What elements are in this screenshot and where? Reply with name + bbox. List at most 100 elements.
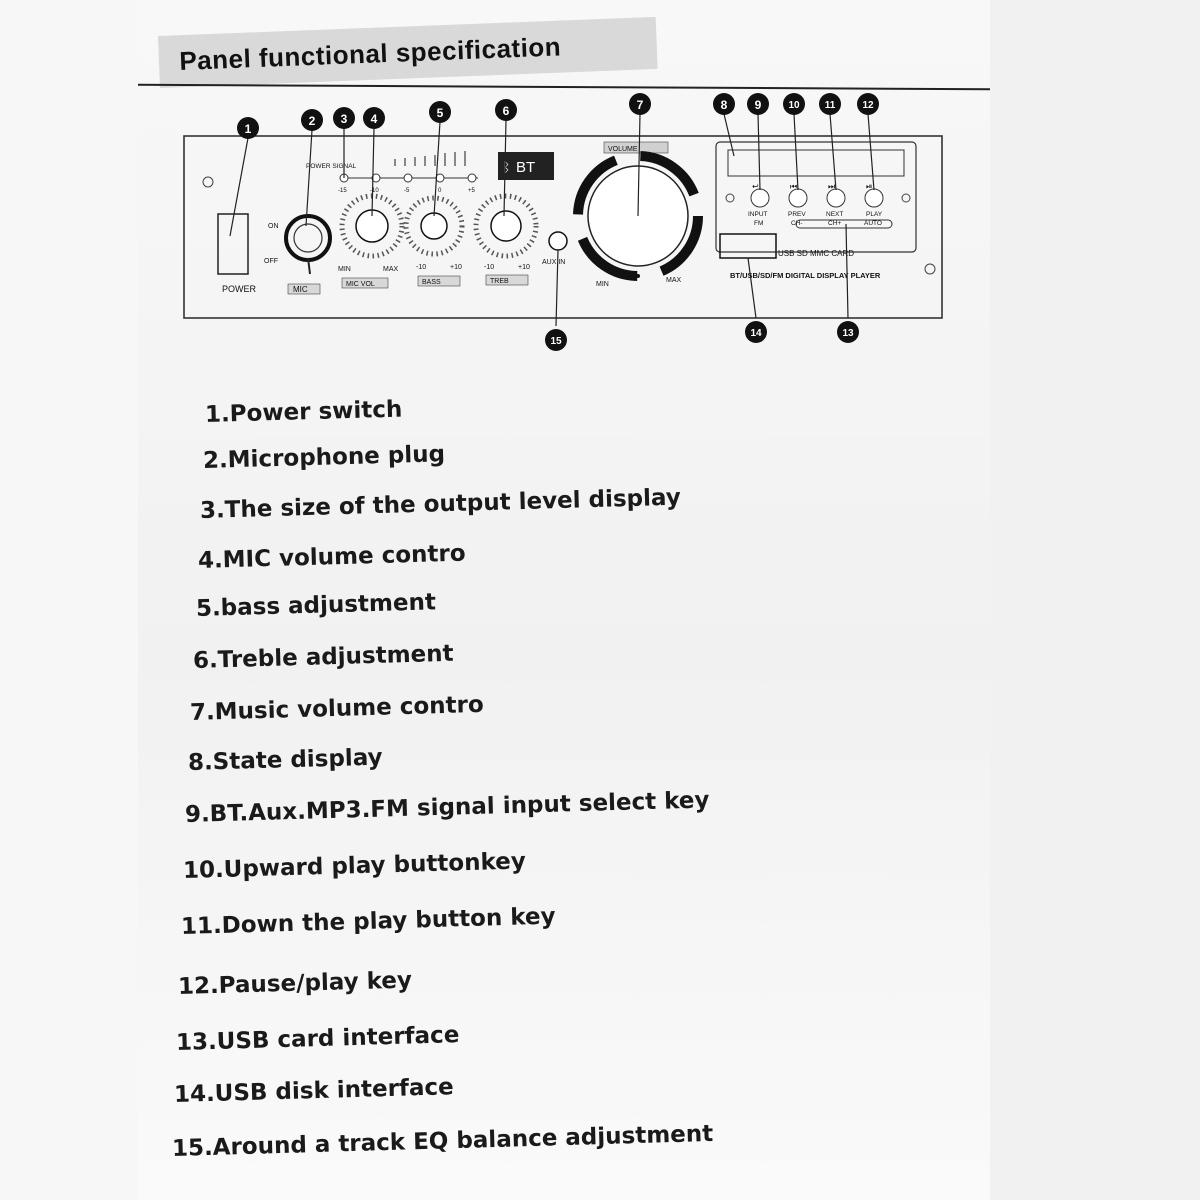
callout-number: 7 (637, 98, 644, 112)
mic-jack-inner (293, 223, 323, 253)
prev-bottom-label: CH- (791, 220, 803, 227)
callout-badge: 3 (333, 107, 355, 129)
callout-badge: 10 (783, 93, 805, 115)
panel-diagram: POWER ON OFF MIC POWER SIGNAL -15 -10 -5 (183, 93, 943, 351)
leader-line (757, 113, 761, 191)
callout-number: 14 (750, 328, 762, 339)
on-label: ON (268, 223, 279, 230)
callout-badge: 8 (713, 93, 735, 115)
card-label: USB SD MMC CARD (778, 249, 854, 258)
next-bottom-label: CH+ (828, 220, 841, 227)
callout-number: 12 (862, 100, 874, 111)
level-tick: -15 (338, 188, 347, 194)
bass-knob (403, 195, 465, 257)
background-left (0, 0, 138, 1200)
level-tick: -10 (370, 188, 379, 194)
leader-line (305, 129, 313, 227)
panel-outline (183, 135, 943, 319)
callout-number: 15 (550, 336, 562, 347)
bt-label: BT (516, 159, 535, 176)
leader-line (229, 137, 249, 237)
play-top-label: PLAY (866, 211, 883, 218)
level-meter-bar (464, 151, 466, 166)
level-meter-bar (394, 159, 396, 166)
level-tick: 0 (438, 188, 442, 194)
leader-line (845, 223, 849, 319)
callout-badge: 11 (819, 93, 841, 115)
power-label: POWER (222, 284, 257, 294)
bass-label: BASS (422, 279, 441, 286)
level-meter-bar (454, 152, 456, 166)
list-item-8: 8.State display (187, 744, 383, 776)
state-display (727, 149, 905, 177)
level-dot (467, 173, 477, 183)
mic-jack (284, 214, 332, 262)
leader-line (637, 113, 641, 217)
level-dot (371, 173, 381, 183)
prev-icon: ⏮ (790, 182, 797, 191)
callout-badge: 4 (363, 107, 385, 129)
power-switch (217, 213, 249, 275)
play-pause-icon: ⏯ (866, 182, 872, 191)
callout-badge: 6 (495, 99, 517, 121)
mic-vol-label-box (341, 277, 389, 289)
level-meter-bar (434, 155, 436, 166)
level-tick: +5 (468, 188, 476, 194)
off-label: OFF (264, 258, 278, 265)
list-item-1: 1.Power switch (204, 396, 403, 428)
bt-display (498, 152, 554, 180)
level-tick: -5 (404, 188, 410, 194)
callout-badge: 9 (747, 93, 769, 115)
treb-label: TREB (490, 278, 509, 285)
callout-number: 8 (721, 98, 728, 112)
leader-line (723, 113, 735, 157)
card-slot (795, 219, 893, 229)
player-module (715, 141, 917, 253)
background-right (990, 0, 1200, 1200)
input-bottom-label: FM (754, 220, 763, 227)
bass-minus: -10 (416, 264, 426, 271)
volume-knob-ring (573, 151, 703, 281)
player-hole-left (725, 193, 735, 203)
callout-number: 11 (825, 100, 836, 111)
next-icon: ⏭ (828, 182, 835, 191)
input-top-label: INPUT (748, 211, 768, 218)
callout-number: 1 (245, 122, 252, 136)
level-meter-bar (444, 153, 446, 166)
prev-button (788, 188, 808, 208)
usb-port (719, 233, 777, 259)
volume-label: VOLUME (608, 146, 638, 153)
mount-hole-right (924, 263, 936, 275)
treb-plus: +10 (518, 264, 530, 271)
power-signal-label: POWER SIGNAL (306, 163, 357, 170)
leader-line (747, 257, 757, 319)
callout-number: 2 (309, 114, 316, 128)
callout-number: 4 (371, 112, 378, 126)
leader-line (433, 121, 441, 217)
play-bottom-label: AUTO (864, 220, 882, 227)
input-icon: ↩ (752, 182, 759, 191)
callout-number: 10 (788, 100, 800, 111)
mic-vol-max: MAX (383, 266, 399, 273)
input-button (750, 188, 770, 208)
treble-knob (473, 193, 539, 259)
level-meter-bar (414, 157, 416, 166)
level-meter-bar (424, 156, 426, 166)
leader-line (371, 127, 375, 217)
mount-hole-left (202, 176, 214, 188)
volume-max: MAX (666, 277, 682, 284)
mic-label-box (287, 283, 321, 295)
callout-number: 3 (341, 112, 348, 126)
callout-badge: 5 (429, 101, 451, 123)
mic-vol-label: MIC VOL (346, 281, 375, 288)
mic-lever (307, 257, 311, 275)
leader-line (503, 119, 507, 217)
level-dot (403, 173, 413, 183)
next-button (826, 188, 846, 208)
prev-top-label: PREV (788, 211, 806, 218)
bass-label-box (417, 275, 461, 287)
treb-minus: -10 (484, 264, 494, 271)
treb-label-box (485, 274, 529, 286)
volume-label-box (603, 141, 669, 154)
